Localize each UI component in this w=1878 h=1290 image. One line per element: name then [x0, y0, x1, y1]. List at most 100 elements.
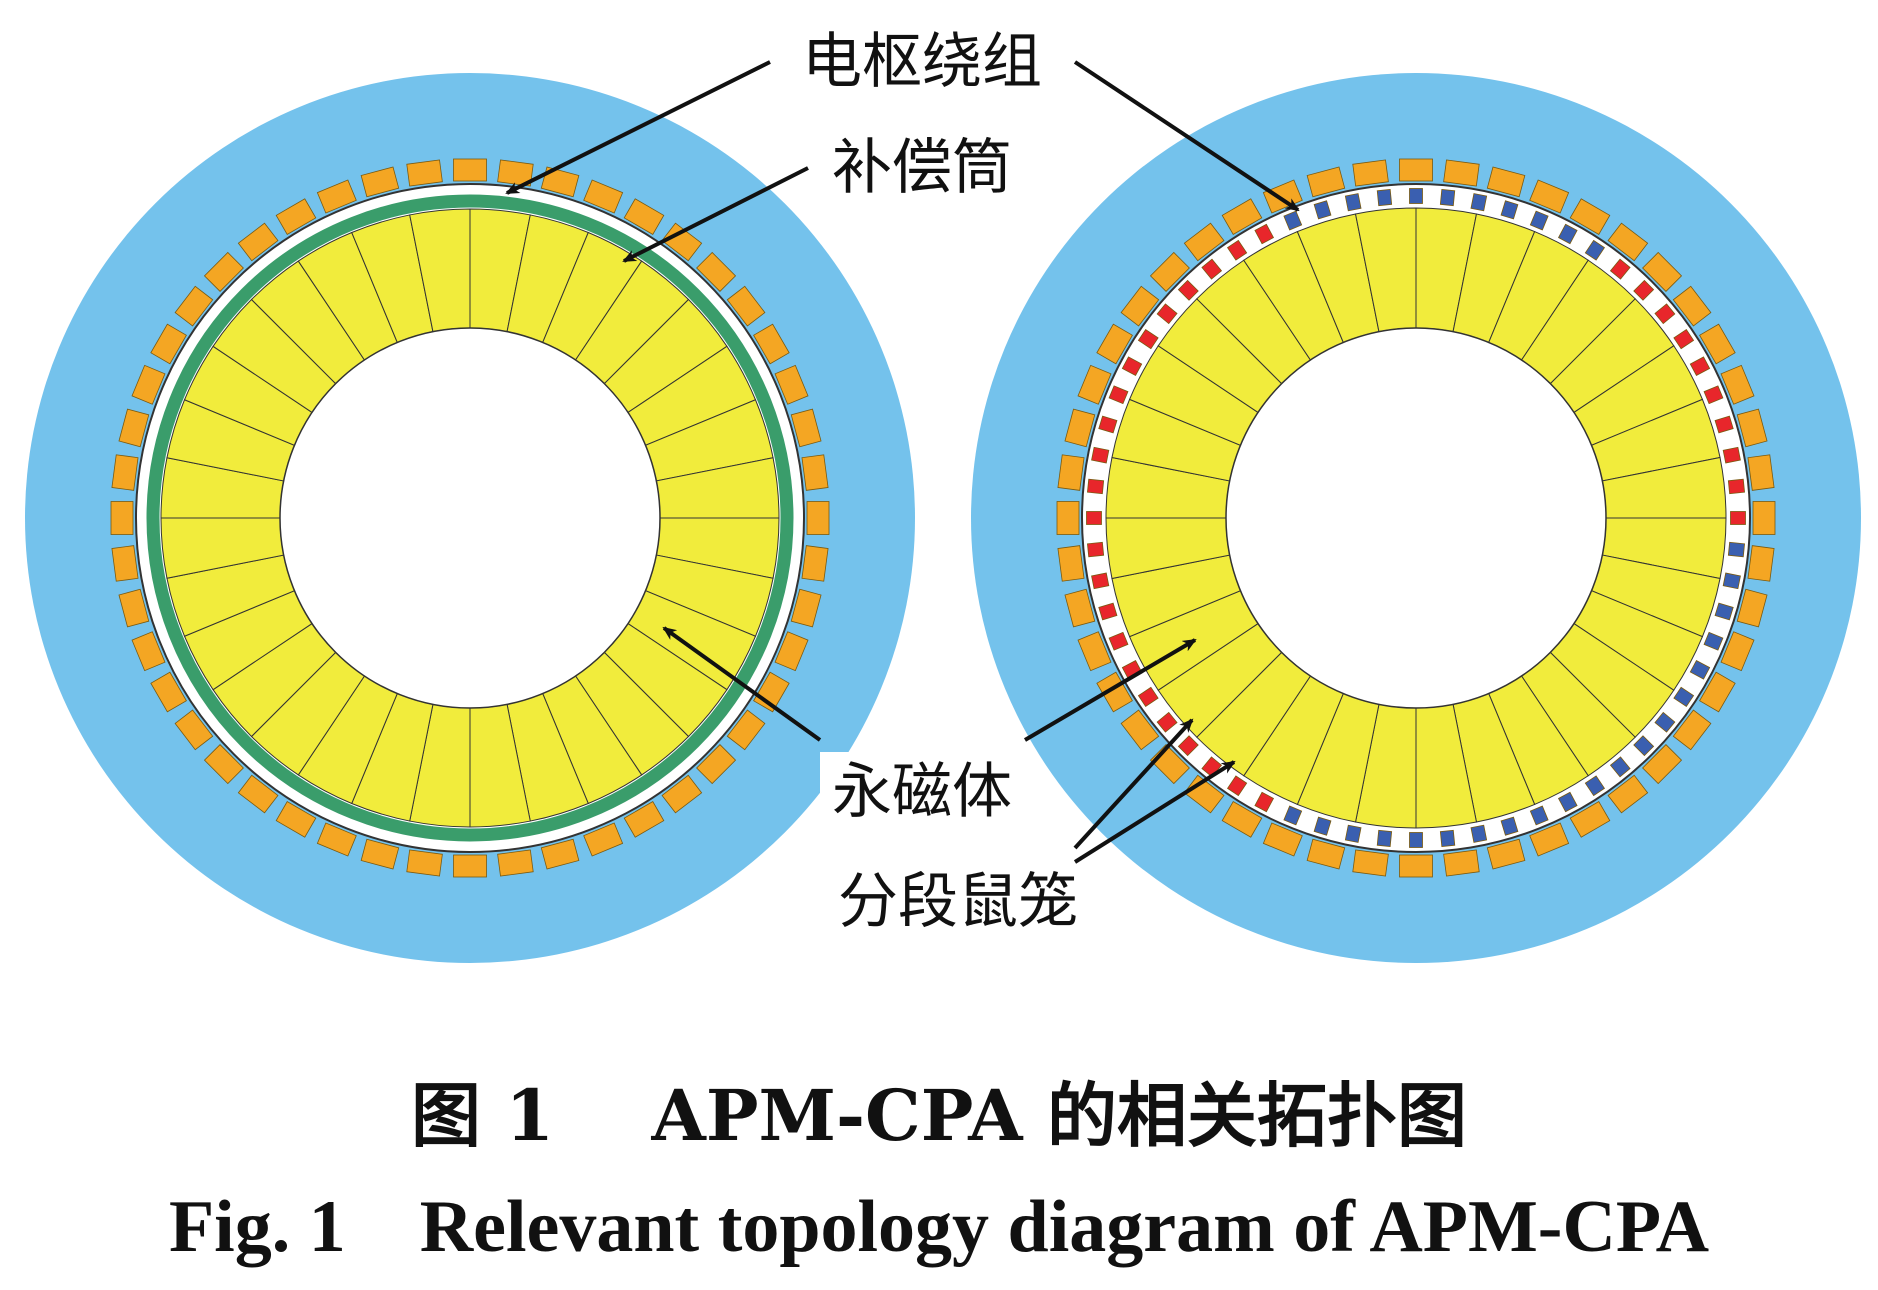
winding-slot-7 [1607, 774, 1649, 814]
winding-slot-24 [1056, 501, 1080, 535]
winding-slot-16 [275, 801, 317, 838]
winding-slot-19 [174, 709, 214, 751]
winding-slot-45 [1720, 364, 1755, 405]
cage-segment-5 [1689, 659, 1711, 680]
cage-segment-45 [1313, 200, 1332, 220]
cage-segment-35 [1098, 415, 1118, 434]
winding-slot-16 [1221, 801, 1263, 838]
winding-slot-47 [1747, 454, 1775, 491]
winding-slot-43 [1672, 285, 1712, 327]
cage-segment-14 [1470, 824, 1488, 843]
cage-segment-9 [1609, 756, 1631, 778]
winding-slot-39 [1529, 179, 1570, 214]
label-bg-magnet [820, 752, 1030, 828]
winding-slot-36 [1399, 158, 1433, 182]
winding-slot-8 [1569, 801, 1611, 838]
cage-segment-8 [1633, 735, 1655, 757]
winding-slot-32 [275, 198, 317, 235]
label-segmented-squirrel-cage: 分段鼠笼 [838, 867, 1078, 937]
cage-segment-50 [1470, 193, 1488, 212]
caption-chinese: 图 1 APM-CPA 的相关拓扑图 [411, 1074, 1467, 1157]
winding-slot-44 [1699, 323, 1736, 365]
cage-segment-31 [1087, 541, 1105, 558]
winding-slot-30 [203, 251, 244, 292]
winding-slot-6 [1642, 744, 1683, 785]
label-bg-compensation [815, 128, 1025, 204]
winding-slot-31 [237, 222, 279, 262]
cage-segment-56 [1633, 279, 1655, 301]
winding-slot-1 [1747, 545, 1775, 582]
winding-slot-11 [497, 849, 534, 877]
arrow-cage-upper [1073, 718, 1194, 850]
winding-slot-29 [174, 285, 214, 327]
cage-segment-17 [1376, 829, 1393, 847]
cage-segment-18 [1344, 824, 1362, 843]
winding-slot-12 [453, 854, 487, 878]
cage-segment-47 [1376, 189, 1393, 207]
winding-slot-9 [1529, 822, 1570, 857]
label-compensation-cylinder: 补偿筒 [832, 133, 1012, 203]
machine-right-diagram [971, 73, 1861, 963]
cage-segment-44 [1283, 210, 1303, 231]
cage-segment-42 [1226, 239, 1248, 261]
winding-slot-42 [1642, 251, 1683, 292]
winding-slot-15 [316, 822, 357, 857]
caption-english: Fig. 1 Relevant topology diagram of APM-… [168, 1186, 1710, 1268]
arrow-compensation [622, 166, 809, 263]
winding-slot-25 [111, 454, 139, 491]
cage-segment-46 [1344, 193, 1362, 212]
winding-slot-38 [540, 166, 580, 198]
cage-segment-55 [1609, 258, 1631, 280]
cage-segment-38 [1137, 328, 1159, 350]
winding-slot-41 [1607, 222, 1649, 262]
winding-slot-12 [1399, 854, 1433, 878]
cage-segment-3 [1714, 602, 1734, 621]
winding-slot-14 [360, 838, 400, 870]
arrow-magnet-left [662, 626, 822, 742]
cage-segment-7 [1654, 711, 1676, 733]
winding-slot-14 [1306, 838, 1346, 870]
winding-slot-21 [1077, 631, 1112, 672]
cage-segment-52 [1529, 210, 1549, 231]
cage-segment-13 [1500, 816, 1519, 836]
cage-segment-0 [1730, 511, 1746, 525]
winding-slot-4 [1699, 671, 1736, 713]
winding-slot-37 [1443, 159, 1480, 187]
cage-segment-12 [1529, 805, 1549, 826]
winding-slot-5 [1672, 709, 1712, 751]
winding-slot-44 [753, 323, 790, 365]
winding-slot-20 [1096, 671, 1133, 713]
winding-slot-32 [1221, 198, 1263, 235]
cage-segment-63 [1727, 478, 1745, 495]
winding-slot-34 [360, 166, 400, 198]
cage-segment-36 [1108, 385, 1129, 405]
winding-slot-1 [801, 545, 829, 582]
winding-slot-2 [790, 588, 822, 628]
cage-segment-6 [1673, 686, 1695, 708]
winding-slot-19 [1120, 709, 1160, 751]
winding-slot-13 [1352, 849, 1389, 877]
cage-segment-26 [1137, 686, 1159, 708]
cage-segment-33 [1087, 478, 1105, 495]
winding-slot-7 [661, 774, 703, 814]
cage-segment-34 [1091, 446, 1110, 464]
winding-slot-23 [111, 545, 139, 582]
winding-slot-46 [790, 408, 822, 448]
cage-segment-10 [1584, 775, 1606, 797]
cage-segment-37 [1121, 356, 1143, 377]
winding-slot-17 [237, 774, 279, 814]
winding-slot-6 [696, 744, 737, 785]
winding-slot-23 [1057, 545, 1085, 582]
cage-segment-24 [1177, 735, 1199, 757]
winding-slot-0 [1752, 501, 1776, 535]
label-bg-winding [780, 20, 1060, 100]
winding-slot-40 [1569, 198, 1611, 235]
winding-slot-11 [1443, 849, 1480, 877]
winding-slot-20 [150, 671, 187, 713]
winding-slot-13 [406, 849, 443, 877]
winding-slot-31 [1183, 222, 1225, 262]
cage-segment-51 [1500, 200, 1519, 220]
winding-slot-8 [623, 801, 665, 838]
winding-slot-29 [1120, 285, 1160, 327]
cage-segment-21 [1254, 791, 1275, 813]
